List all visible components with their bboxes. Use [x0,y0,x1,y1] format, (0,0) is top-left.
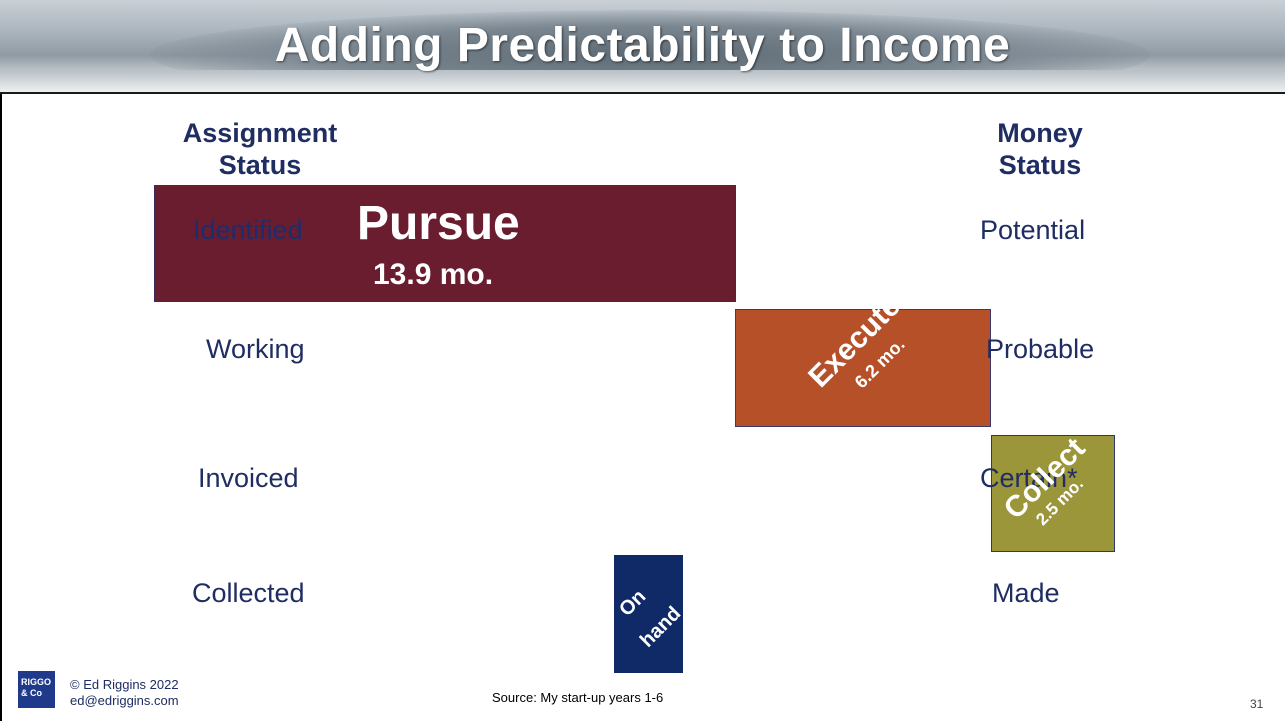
logo-line1: RIGGO [21,677,52,687]
footer-source: Source: My start-up years 1-6 [492,690,664,705]
assignment-status-working: Working [206,334,305,364]
pursue-label: Pursue [357,197,520,250]
footer-copyright: © Ed Riggins 2022 [70,677,179,692]
footer-email: ed@edriggins.com [70,693,179,708]
pursue-phase-box [154,185,736,302]
pursue-duration: 13.9 mo. [373,258,494,291]
money-heading-line1: Money [997,118,1083,148]
slide-left-border [0,0,2,721]
assignment-heading-line2: Status [218,150,302,180]
assignment-status-heading: Assignment Status [140,117,380,181]
page-number: 31 [1250,697,1264,711]
slide-title: Adding Predictability to Income [274,19,1011,72]
logo-line2: & Co [21,688,42,698]
money-heading-line2: Status [998,150,1082,180]
money-status-probable: Probable [986,334,1095,364]
collect-phase-box [991,435,1115,552]
banner-water [0,70,1285,92]
title-banner [0,0,1285,92]
onhand-phase-box [614,555,683,673]
money-status-certain: Certain* [980,463,1078,493]
assignment-status-collected: Collected [192,578,305,608]
money-status-heading: Money Status [960,117,1120,181]
header-divider [0,92,1285,94]
execute-phase-box [735,309,991,427]
money-status-made: Made [992,578,1060,608]
assignment-status-identified: Identified [193,215,303,245]
riggo-logo: RIGGO & Co [18,671,55,708]
assignment-heading-line1: Assignment [182,118,338,148]
money-status-potential: Potential [980,215,1086,245]
assignment-status-invoiced: Invoiced [198,463,299,493]
